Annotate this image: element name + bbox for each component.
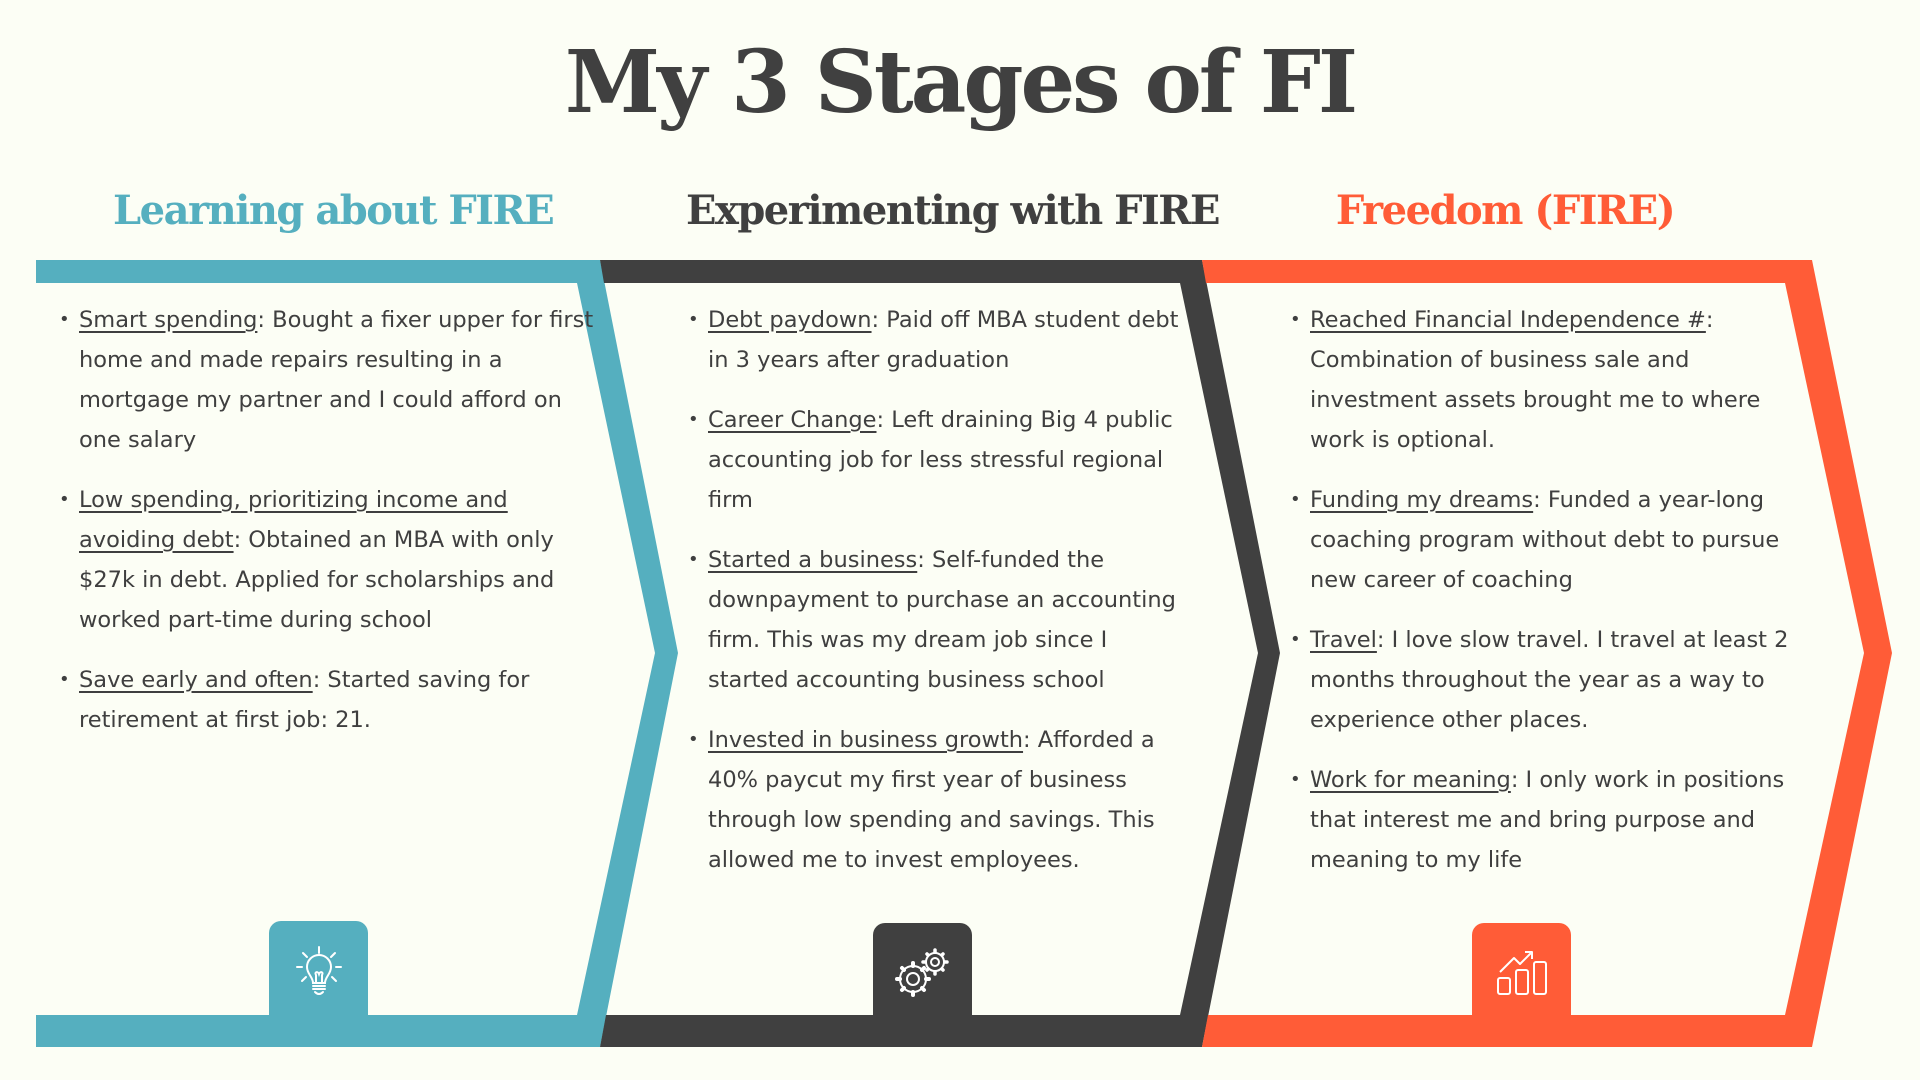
lightbulb-icon bbox=[295, 946, 342, 995]
stage-3-chevron bbox=[1202, 260, 1892, 1047]
stage-1-icon-tab bbox=[269, 921, 368, 1021]
list-item: Reached Financial Independence #: Combin… bbox=[1290, 300, 1792, 460]
stage-3-list: Reached Financial Independence #: Combin… bbox=[1290, 300, 1792, 900]
list-item: Invested in business growth: Afforded a … bbox=[688, 720, 1190, 880]
list-item: Career Change: Left draining Big 4 publi… bbox=[688, 400, 1190, 520]
list-item: Debt paydown: Paid off MBA student debt … bbox=[688, 300, 1190, 380]
stage-2-icon-tab bbox=[873, 923, 972, 1023]
list-item: Low spending, prioritizing income and av… bbox=[59, 480, 601, 640]
list-item: Smart spending: Bought a fixer upper for… bbox=[59, 300, 601, 460]
stage-2-heading: Experimenting with FIRE bbox=[686, 187, 1220, 234]
stage-2-chevron bbox=[600, 260, 1280, 1047]
stage-1-chevron bbox=[36, 260, 678, 1047]
list-item: Work for meaning: I only work in positio… bbox=[1290, 760, 1792, 880]
stage-2-list: Debt paydown: Paid off MBA student debt … bbox=[688, 300, 1190, 900]
list-item: Travel: I love slow travel. I travel at … bbox=[1290, 620, 1792, 740]
list-item: Funding my dreams: Funded a year-long co… bbox=[1290, 480, 1792, 600]
list-item: Save early and often: Started saving for… bbox=[59, 660, 601, 740]
gears-icon bbox=[894, 948, 949, 997]
stage-1-heading: Learning about FIRE bbox=[113, 187, 555, 234]
stage-3-icon-tab bbox=[1472, 923, 1571, 1023]
page-title: My 3 Stages of FI bbox=[564, 32, 1358, 133]
stage-1-list: Smart spending: Bought a fixer upper for… bbox=[59, 300, 601, 760]
list-item: Started a business: Self-funded the down… bbox=[688, 540, 1190, 700]
growth-chart-icon bbox=[1496, 951, 1547, 995]
stage-3-heading: Freedom (FIRE) bbox=[1335, 187, 1676, 234]
